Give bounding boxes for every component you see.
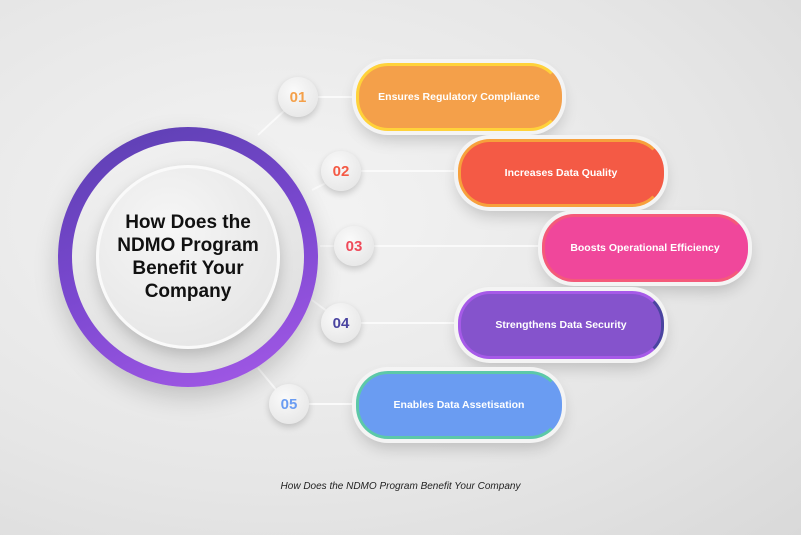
number-badge-01: 01 xyxy=(278,77,318,117)
number-badge-02: 02 xyxy=(321,151,361,191)
center-circle: How Does the NDMO Program Benefit Your C… xyxy=(96,165,280,349)
caption: How Does the NDMO Program Benefit Your C… xyxy=(280,481,521,492)
benefit-pill-regulatory-compliance: Ensures Regulatory Compliance xyxy=(356,63,562,131)
number-badge-03: 03 xyxy=(334,226,374,266)
benefit-pill-data-quality: Increases Data Quality xyxy=(458,139,664,207)
benefit-label: Ensures Regulatory Compliance xyxy=(378,91,540,103)
benefit-pill-operational-efficiency: Boosts Operational Efficiency xyxy=(542,214,748,282)
benefit-label: Enables Data Assetisation xyxy=(393,399,525,411)
number-badge-05: 05 xyxy=(269,384,309,424)
center-title: How Does the NDMO Program Benefit Your C… xyxy=(117,212,259,302)
benefit-label: Boosts Operational Efficiency xyxy=(570,242,720,254)
benefit-label: Increases Data Quality xyxy=(504,167,618,179)
benefit-pill-data-assetisation: Enables Data Assetisation xyxy=(356,371,562,439)
number-badge-04: 04 xyxy=(321,303,361,343)
benefit-label: Strengthens Data Security xyxy=(495,319,627,331)
benefit-pill-data-security: Strengthens Data Security xyxy=(458,291,664,359)
